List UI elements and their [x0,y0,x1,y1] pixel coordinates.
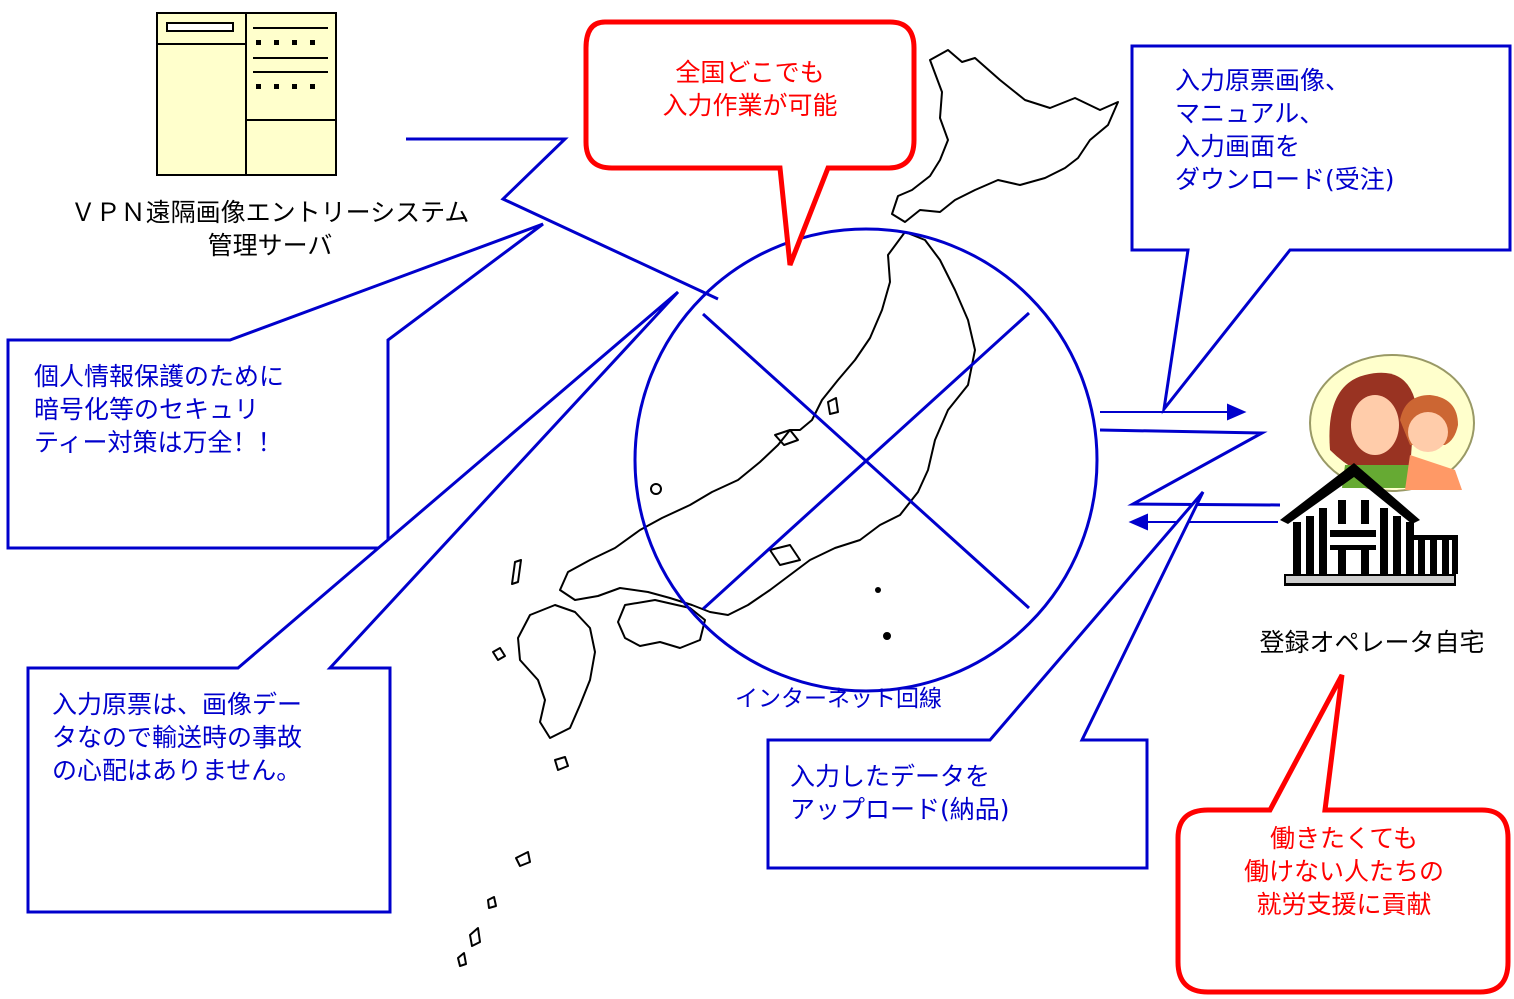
upload-callout-frame [766,491,1205,870]
server-caption: ＶＰＮ遠隔画像エントリーシステム 管理サーバ [70,198,470,260]
security-callout-text: 個人情報保護のために 暗号化等のセキュリ ティー対策は万全！！ [34,362,285,457]
server-icon [156,12,337,176]
network-label: インターネット回線 [735,686,942,712]
internet-circle [633,227,1099,693]
nationwide-callout-text: 全国どこでも 入力作業が可能 [662,58,838,120]
nationwide-callout-frame [583,19,917,266]
server-link-zigzag [406,137,719,301]
security-callout-frame [6,222,544,550]
operator-link-zigzag [1099,428,1281,507]
employment-callout-frame [1175,673,1511,995]
operator-portrait-icon [1309,354,1475,492]
japan-map [457,49,1119,967]
download-callout-text: 入力原票画像、 マニュアル、 入力画面を ダウンロード(受注) [1175,66,1395,194]
upload-download-arrows [1100,403,1278,531]
transport-callout-text: 入力原票は、画像デー タなので輸送時の事故 の心配はありません。 [52,690,303,785]
upload-callout-text: 入力したデータを アップロード(納品) [790,762,1010,824]
transport-callout-frame [26,290,680,914]
download-callout-frame [1130,44,1512,415]
employment-callout-text: 働きたくても 働けない人たちの 就労支援に貢献 [1243,824,1444,919]
operator-label: 登録オペレータ自宅 [1259,628,1485,657]
house-icon [1280,463,1458,586]
